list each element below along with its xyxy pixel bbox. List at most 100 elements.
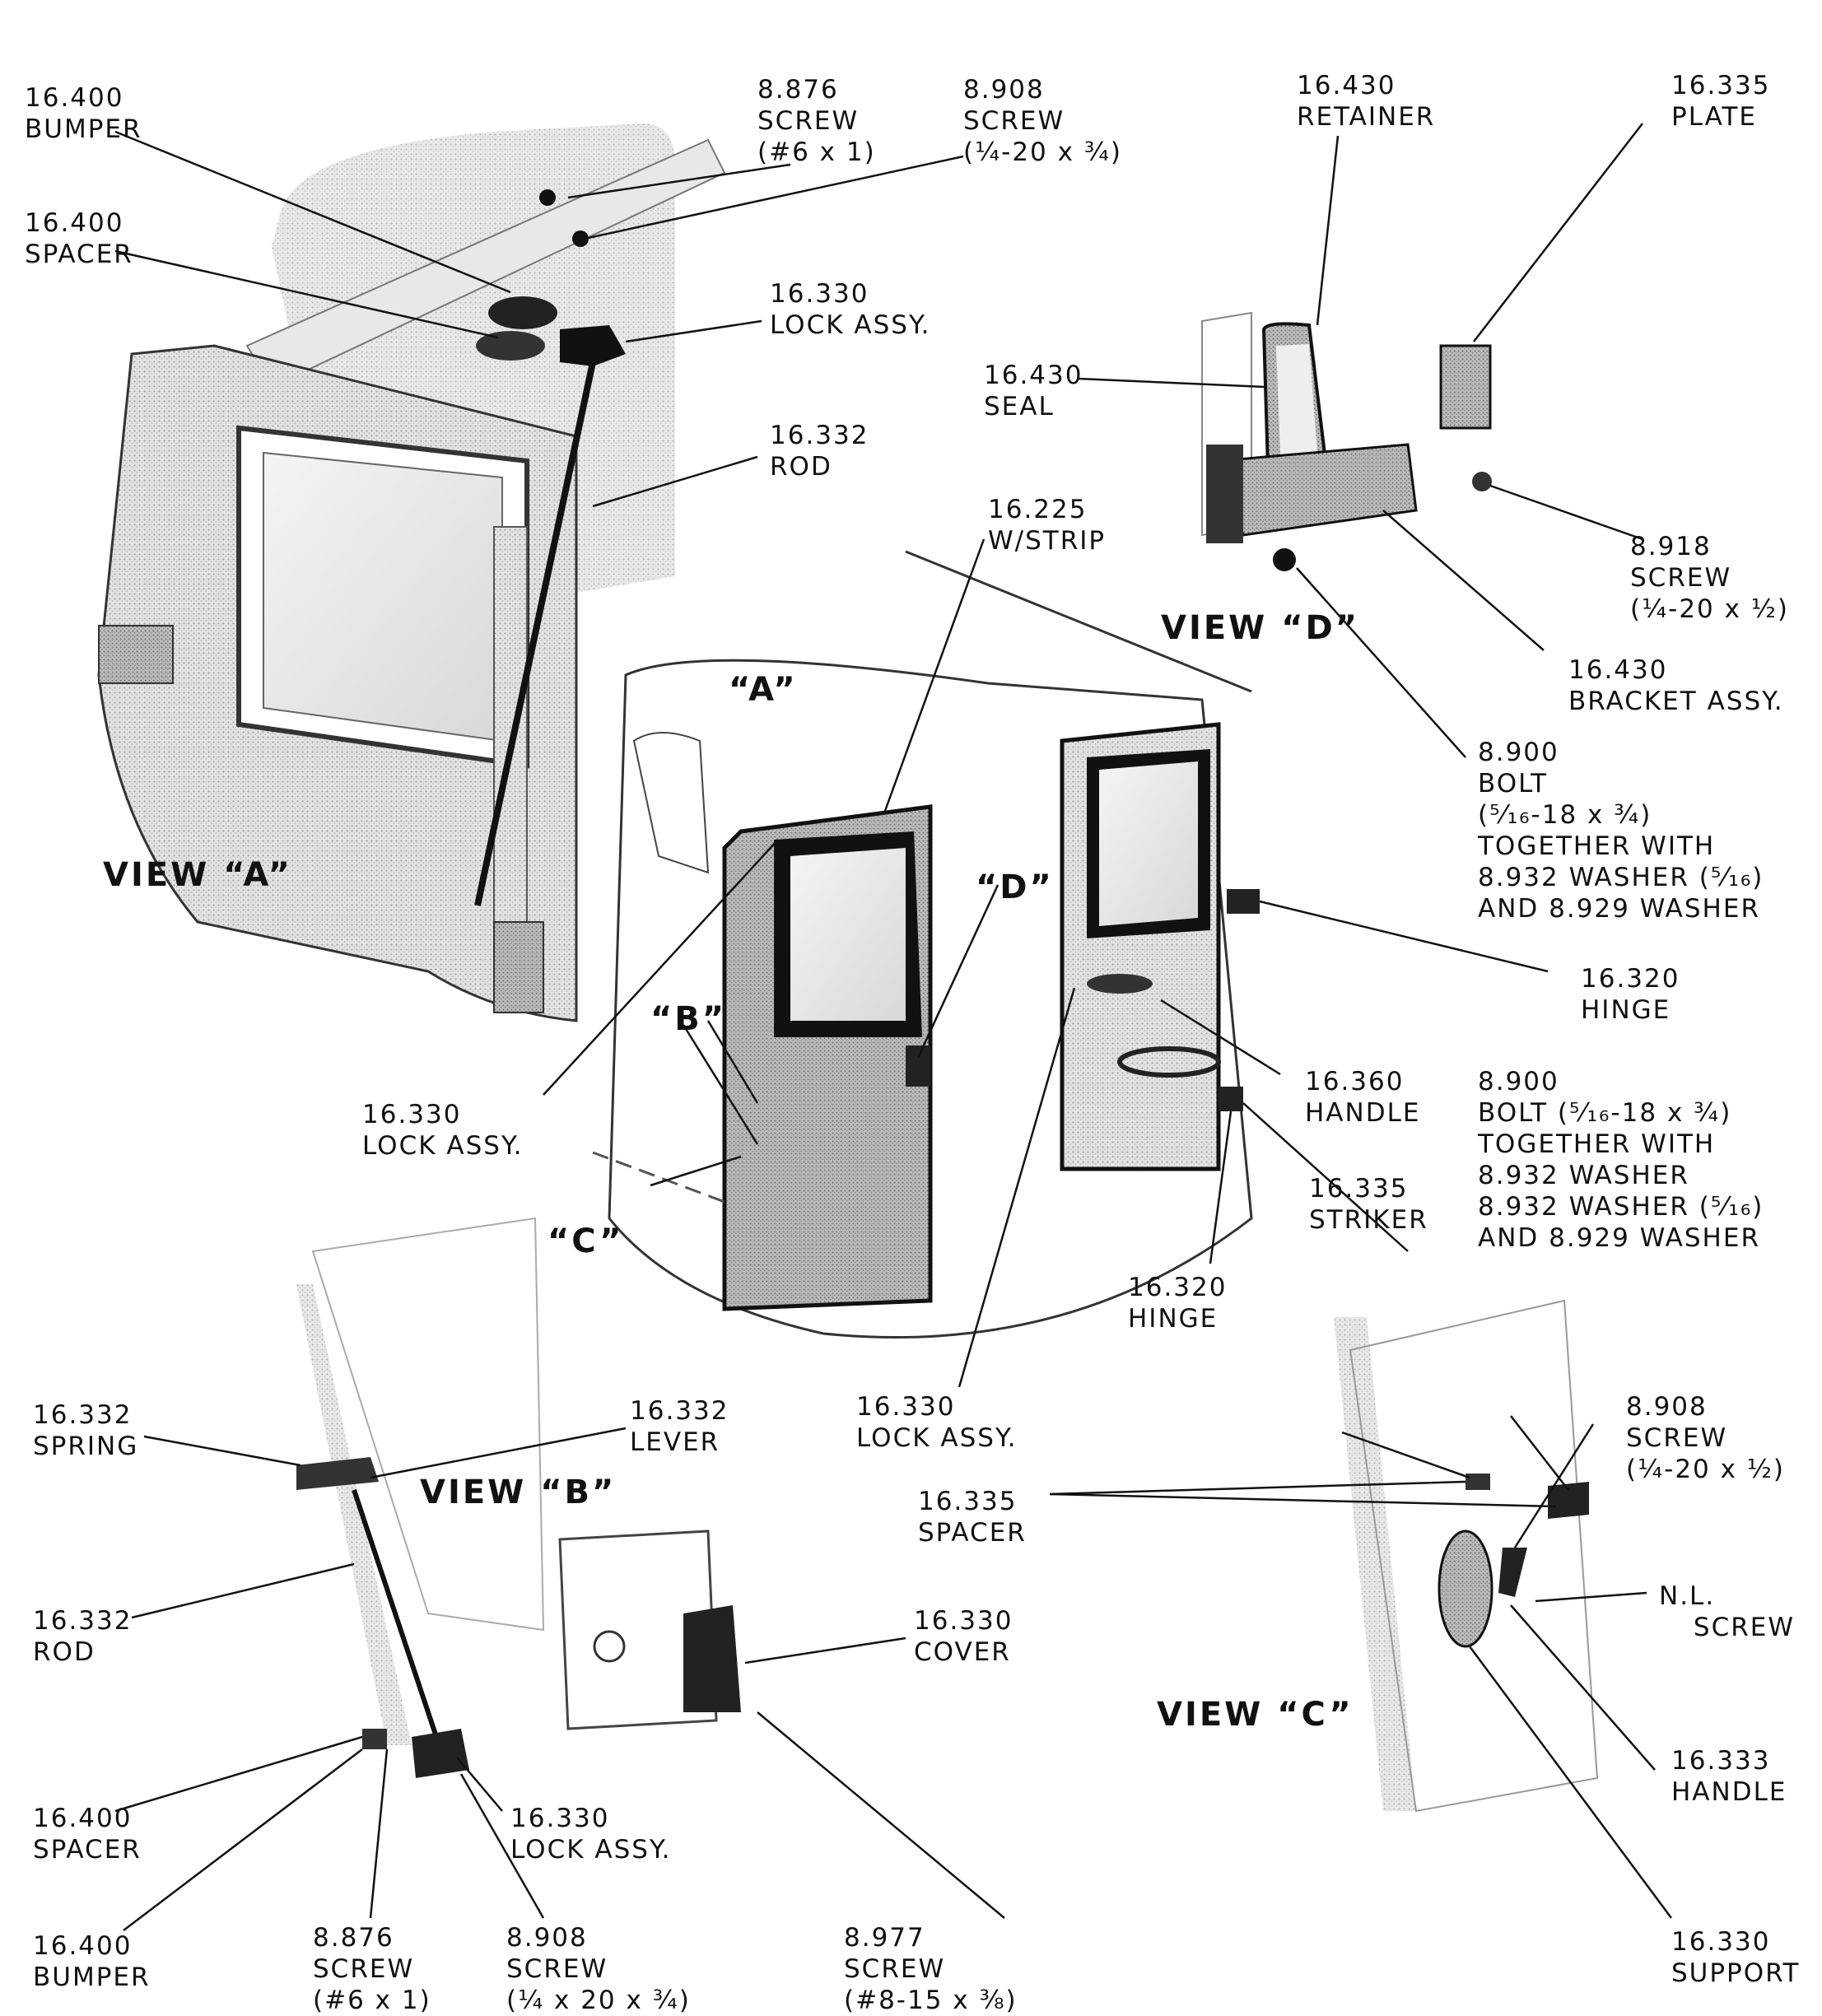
part-number: 8.876	[757, 75, 839, 105]
label-lock-mid-bottom: 16.330 LOCK ASSY.	[856, 1391, 1017, 1454]
part-note: 8.932 WASHER (⁵⁄₁₆)	[1478, 863, 1764, 892]
part-name: SEAL	[984, 392, 1055, 421]
part-name: HINGE	[1128, 1304, 1219, 1334]
part-name: SPACER	[33, 1835, 142, 1865]
label-rod-top: 16.332 ROD	[770, 420, 869, 482]
view-d-title: VIEW “D”	[1161, 609, 1359, 647]
label-bumper-b: 16.400 BUMPER	[33, 1930, 151, 1993]
part-number: 8.908	[963, 75, 1045, 105]
part-number: 16.330	[1671, 1927, 1771, 1957]
part-number: 16.333	[1671, 1746, 1771, 1776]
part-name: LOCK ASSY.	[770, 310, 931, 340]
part-name: ROD	[770, 452, 832, 482]
label-support-c: 16.330 SUPPORT	[1671, 1926, 1800, 1989]
part-name: ROD	[33, 1637, 96, 1667]
label-handle-mid: 16.360 HANDLE	[1305, 1066, 1420, 1129]
part-number: 8.900	[1478, 1067, 1559, 1096]
part-name: BUMPER	[25, 114, 142, 144]
part-spec: (¼-20 x ¾)	[963, 137, 1122, 167]
part-spec: (⁵⁄₁₆-18 x ¾)	[1478, 800, 1652, 830]
part-number: 8.900	[1478, 738, 1559, 767]
callout-c: “C”	[548, 1222, 624, 1260]
part-name: SPRING	[33, 1432, 139, 1461]
part-name: BOLT (⁵⁄₁₆-18 x ¾)	[1478, 1098, 1732, 1128]
part-name: BRACKET ASSY.	[1568, 687, 1784, 716]
part-name: SCREW	[844, 1954, 946, 1984]
part-note: TOGETHER WITH	[1478, 831, 1716, 861]
label-screw-8908-c: 8.908 SCREW (¼-20 x ½)	[1626, 1391, 1785, 1485]
part-name: LOCK ASSY.	[856, 1423, 1018, 1453]
part-number: 16.332	[770, 421, 869, 450]
label-bracket: 16.430 BRACKET ASSY.	[1568, 654, 1784, 717]
part-name: HANDLE	[1671, 1777, 1787, 1807]
label-wstrip: 16.225 W/STRIP	[988, 494, 1106, 556]
part-name: BUMPER	[33, 1962, 151, 1992]
part-number: 8.918	[1630, 532, 1712, 561]
label-spring-b: 16.332 SPRING	[33, 1399, 138, 1462]
part-name: SCREW	[313, 1954, 415, 1984]
part-number: 16.335	[1309, 1174, 1409, 1204]
label-bumper-top: 16.400 BUMPER	[25, 82, 142, 145]
label-screw-8908-top: 8.908 SCREW (¼-20 x ¾)	[963, 74, 1122, 168]
part-spec: (¼ x 20 x ¾)	[506, 1986, 691, 2015]
part-number: 16.430	[984, 361, 1083, 390]
label-spacer-b: 16.400 SPACER	[33, 1803, 142, 1865]
label-nl-screw: N.L. SCREW	[1659, 1581, 1795, 1643]
part-name: SUPPORT	[1671, 1958, 1801, 1988]
part-name: STRIKER	[1309, 1205, 1428, 1235]
part-name: W/STRIP	[988, 526, 1107, 556]
part-note: 8.932 WASHER (⁵⁄₁₆)	[1478, 1192, 1764, 1222]
callout-d: “D”	[976, 868, 1054, 906]
label-spacer-c: 16.335 SPACER	[918, 1486, 1027, 1548]
part-spec: (#6 x 1)	[757, 137, 876, 167]
label-lock-top: 16.330 LOCK ASSY.	[770, 278, 930, 341]
label-plate: 16.335 PLATE	[1671, 70, 1770, 133]
part-name: SCREW	[757, 106, 860, 136]
view-c-title: VIEW “C”	[1157, 1696, 1354, 1734]
part-spec: (¼-20 x ½)	[1626, 1455, 1785, 1484]
part-name: HINGE	[1581, 995, 1671, 1025]
part-number: 16.330	[362, 1100, 462, 1129]
part-number: 16.332	[33, 1400, 133, 1430]
part-number: 16.335	[1671, 71, 1771, 100]
part-spec: (#8-15 x ⅜)	[844, 1986, 1018, 2015]
label-hinge-right: 16.320 HINGE	[1581, 963, 1680, 1026]
part-name: SCREW	[506, 1954, 608, 1984]
part-name: RETAINER	[1297, 102, 1436, 132]
part-note: 8.932 WASHER	[1478, 1161, 1689, 1190]
part-number: 16.360	[1305, 1067, 1405, 1096]
label-handle-c: 16.333 HANDLE	[1671, 1745, 1787, 1808]
part-name: SPACER	[918, 1518, 1027, 1548]
label-bolt-c: 8.900 BOLT (⁵⁄₁₆-18 x ¾) TOGETHER WITH 8…	[1478, 1066, 1764, 1254]
label-rod-b: 16.332 ROD	[33, 1605, 132, 1668]
part-number: 16.400	[33, 1931, 133, 1961]
view-a-title: VIEW “A”	[103, 856, 292, 894]
label-hinge-bottom: 16.320 HINGE	[1128, 1272, 1227, 1334]
label-bolt-d: 8.900 BOLT (⁵⁄₁₆-18 x ¾) TOGETHER WITH 8…	[1478, 737, 1764, 924]
label-striker: 16.335 STRIKER	[1309, 1173, 1428, 1236]
label-lock-b: 16.330 LOCK ASSY.	[510, 1803, 671, 1865]
label-screw-8876-b: 8.876 SCREW (#6 x 1)	[313, 1922, 431, 2016]
view-b-title: VIEW “B”	[420, 1474, 617, 1511]
part-number: 16.330	[914, 1606, 1014, 1636]
part-number: 16.400	[25, 208, 124, 238]
part-number: 8.977	[844, 1923, 925, 1953]
part-name: LEVER	[630, 1427, 720, 1457]
part-name: SCREW	[1626, 1423, 1728, 1453]
callout-b: “B”	[650, 1000, 727, 1038]
part-name: BOLT	[1478, 769, 1549, 798]
view-d-illustration	[1201, 311, 1492, 571]
label-seal: 16.430 SEAL	[984, 360, 1083, 422]
part-name: SPACER	[25, 240, 133, 269]
label-lever-b: 16.332 LEVER	[630, 1395, 729, 1458]
part-note: TOGETHER WITH	[1478, 1129, 1716, 1159]
part-spec: (#6 x 1)	[313, 1986, 431, 2015]
part-number: 8.876	[313, 1923, 394, 1953]
part-number: 16.335	[918, 1487, 1018, 1516]
part-number: 16.330	[770, 279, 869, 309]
van-illustration	[592, 550, 1260, 1339]
part-number: 16.320	[1581, 964, 1680, 994]
part-name: PLATE	[1671, 102, 1757, 132]
label-screw-8918: 8.918 SCREW (¼-20 x ½)	[1630, 531, 1789, 625]
